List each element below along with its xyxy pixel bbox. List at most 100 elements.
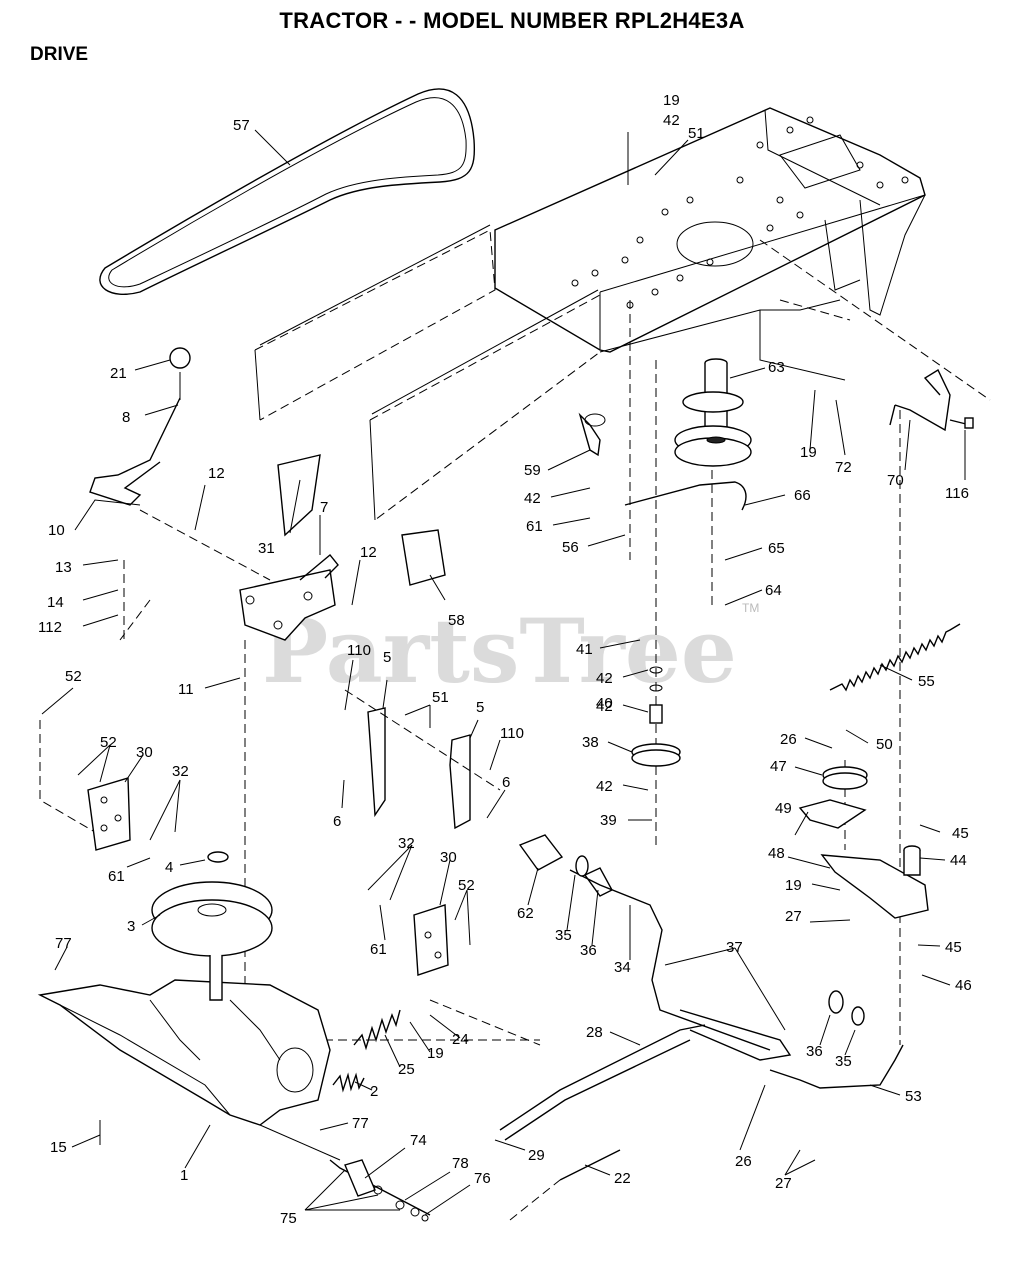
callout-116[interactable]: 116 (945, 485, 969, 502)
callout-26-a[interactable]: 26 (780, 731, 797, 748)
callout-42-b[interactable]: 42 (596, 670, 613, 687)
callout-28[interactable]: 28 (586, 1024, 603, 1041)
callout-50[interactable]: 50 (876, 736, 893, 753)
callout-19-d[interactable]: 19 (427, 1045, 444, 1062)
callout-62[interactable]: 62 (517, 905, 534, 922)
callout-37[interactable]: 37 (726, 939, 743, 956)
callout-14[interactable]: 14 (47, 594, 64, 611)
callout-63[interactable]: 63 (768, 359, 785, 376)
callout-10[interactable]: 10 (48, 522, 65, 539)
callout-56[interactable]: 56 (562, 539, 579, 556)
callout-55[interactable]: 55 (918, 673, 935, 690)
callout-24[interactable]: 24 (452, 1031, 469, 1048)
callout-72[interactable]: 72 (835, 459, 852, 476)
callout-5-a[interactable]: 5 (383, 649, 391, 666)
callout-112[interactable]: 112 (38, 619, 62, 636)
callout-1[interactable]: 1 (180, 1167, 188, 1184)
callout-42-a[interactable]: 42 (524, 490, 541, 507)
callout-47[interactable]: 47 (770, 758, 787, 775)
callout-2[interactable]: 2 (370, 1083, 378, 1100)
callout-45-b[interactable]: 45 (945, 939, 962, 956)
callout-34[interactable]: 34 (614, 959, 631, 976)
callout-70[interactable]: 70 (887, 472, 904, 489)
callout-6-a[interactable]: 6 (333, 813, 341, 830)
callout-110-b[interactable]: 110 (500, 725, 524, 742)
callout-59[interactable]: 59 (524, 462, 541, 479)
callout-51-top[interactable]: 51 (688, 125, 705, 142)
callout-57[interactable]: 57 (233, 117, 250, 134)
callout-19-b[interactable]: 19 (800, 444, 817, 461)
callout-45-a[interactable]: 45 (952, 825, 969, 842)
callout-30-b[interactable]: 30 (440, 849, 457, 866)
callout-21[interactable]: 21 (110, 365, 127, 382)
callout-31[interactable]: 31 (258, 540, 275, 557)
callout-19-top[interactable]: 19 (663, 92, 680, 109)
callout-32-a[interactable]: 32 (172, 763, 189, 780)
frame-holes (571, 116, 909, 309)
callout-26-b[interactable]: 26 (735, 1153, 752, 1170)
callout-64[interactable]: 64 (765, 582, 782, 599)
callout-35-b[interactable]: 35 (835, 1053, 852, 1070)
callout-5-b[interactable]: 5 (476, 699, 484, 716)
callout-38[interactable]: 38 (582, 734, 599, 751)
callout-52-c[interactable]: 52 (458, 877, 475, 894)
callout-36-a[interactable]: 36 (580, 942, 597, 959)
callout-40[interactable]: 40 (596, 695, 613, 712)
callout-11[interactable]: 11 (178, 681, 194, 698)
small-spring (332, 1072, 365, 1093)
compression-spring (353, 1009, 401, 1051)
callout-25[interactable]: 25 (398, 1061, 415, 1078)
callout-42-c[interactable]: 42 (596, 698, 613, 715)
callout-46[interactable]: 46 (955, 977, 972, 994)
callout-32-b[interactable]: 32 (398, 835, 415, 852)
callout-30-a[interactable]: 30 (136, 744, 153, 761)
tractor-frame (254, 107, 926, 521)
callout-42-top[interactable]: 42 (663, 112, 680, 129)
callout-77-b[interactable]: 77 (352, 1115, 369, 1132)
callout-49[interactable]: 49 (775, 800, 792, 817)
callout-52-b[interactable]: 52 (100, 734, 117, 751)
callout-65[interactable]: 65 (768, 540, 785, 557)
callout-66[interactable]: 66 (794, 487, 811, 504)
callout-6-b[interactable]: 6 (502, 774, 510, 791)
callout-13[interactable]: 13 (55, 559, 72, 576)
callout-41[interactable]: 41 (576, 641, 593, 658)
callout-27-b[interactable]: 27 (775, 1175, 792, 1192)
callout-29[interactable]: 29 (528, 1147, 545, 1164)
callout-19-c[interactable]: 19 (785, 877, 802, 894)
callout-39[interactable]: 39 (600, 812, 617, 829)
callout-77-a[interactable]: 77 (55, 935, 72, 952)
callout-75[interactable]: 75 (280, 1210, 297, 1227)
callout-61-c[interactable]: 61 (370, 941, 387, 958)
callout-110-a[interactable]: 110 (347, 642, 371, 659)
callout-53[interactable]: 53 (905, 1088, 922, 1105)
callout-48[interactable]: 48 (768, 845, 785, 862)
callout-12-a[interactable]: 12 (208, 465, 225, 482)
callout-7[interactable]: 7 (320, 499, 328, 516)
callout-58[interactable]: 58 (448, 612, 465, 629)
callout-61-b[interactable]: 61 (108, 868, 125, 885)
callout-22[interactable]: 22 (614, 1170, 631, 1187)
callout-12-b[interactable]: 12 (360, 544, 377, 561)
part-callouts: 57 19 42 51 63 19 72 70 116 21 8 12 10 3… (38, 92, 972, 1227)
callout-74[interactable]: 74 (410, 1132, 427, 1149)
callout-4[interactable]: 4 (165, 859, 173, 876)
callout-61-a[interactable]: 61 (526, 518, 543, 535)
spacer-36-left (575, 855, 589, 877)
callout-8[interactable]: 8 (122, 409, 130, 426)
callout-51-a[interactable]: 51 (432, 689, 449, 706)
callout-76[interactable]: 76 (474, 1170, 491, 1187)
watermark-tm: TM (742, 601, 759, 615)
pedal-pivot-plate (239, 554, 339, 641)
callout-3[interactable]: 3 (127, 918, 135, 935)
callout-78[interactable]: 78 (452, 1155, 469, 1172)
callout-44[interactable]: 44 (950, 852, 967, 869)
callout-36-b[interactable]: 36 (806, 1043, 823, 1060)
callout-35-a[interactable]: 35 (555, 927, 572, 944)
callout-27-a[interactable]: 27 (785, 908, 802, 925)
idler-arm (578, 412, 747, 511)
callout-15[interactable]: 15 (50, 1139, 67, 1156)
callout-42-d[interactable]: 42 (596, 778, 613, 795)
callout-52-a[interactable]: 52 (65, 668, 82, 685)
drive-belt (99, 88, 476, 295)
